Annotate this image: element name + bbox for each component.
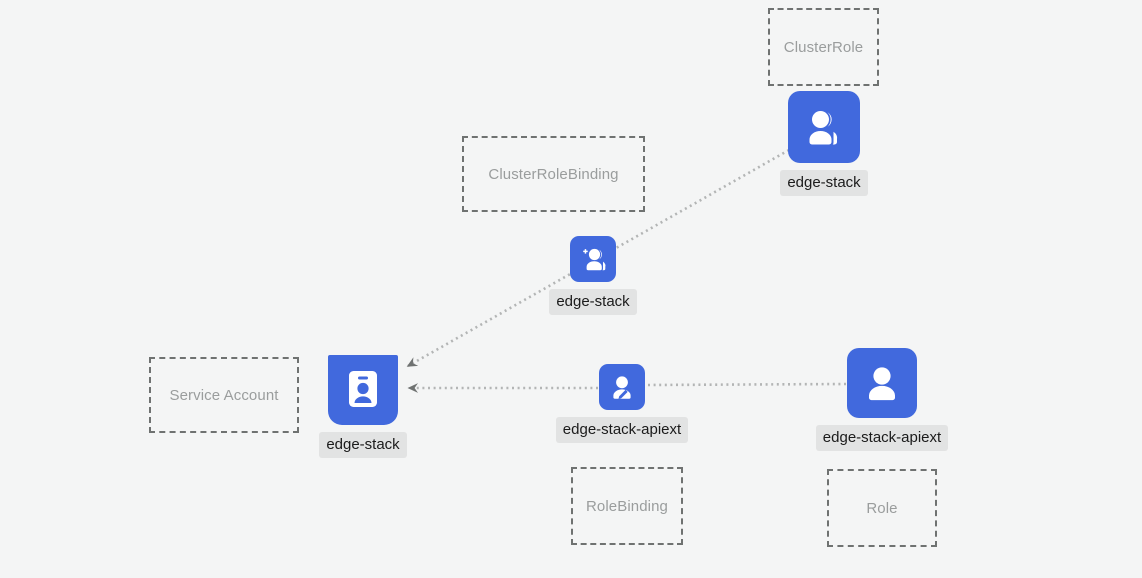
group-box-cluster-role[interactable]: ClusterRole [768,8,879,86]
group-label-cluster-role-binding: ClusterRoleBinding [488,165,619,183]
node-cluster-role-binding[interactable]: edge-stack [549,236,637,315]
group-box-role-binding[interactable]: RoleBinding [571,467,683,545]
group-box-role[interactable]: Role [827,469,937,547]
person-icon[interactable] [847,348,917,418]
group-label-role-binding: RoleBinding [586,497,668,515]
node-service-account[interactable]: edge-stack [319,355,407,458]
person-add-icon[interactable] [570,236,616,282]
node-cluster-role[interactable]: edge-stack [780,91,868,196]
person-add-icon-glyph [583,248,606,271]
people-icon-glyph [809,111,838,145]
group-box-cluster-role-binding[interactable]: ClusterRoleBinding [462,136,645,212]
person-edit-icon-glyph [613,376,631,400]
group-label-role: Role [866,499,898,517]
person-edit-icon[interactable] [599,364,645,410]
group-box-service-account[interactable]: Service Account [149,357,299,433]
edge-role-to-rolebinding [647,382,847,387]
node-label-cluster-role: edge-stack [780,170,868,196]
group-label-cluster-role: ClusterRole [783,38,864,56]
node-label-role-binding: edge-stack-apiext [555,417,689,443]
node-role-binding[interactable]: edge-stack-apiext [555,364,689,443]
node-label-role: edge-stack-apiext [815,425,949,451]
node-role[interactable]: edge-stack-apiext [815,348,949,451]
person-icon-glyph [869,367,895,401]
group-label-service-account: Service Account [169,386,279,404]
id-badge-icon-glyph [349,371,377,407]
people-icon[interactable] [788,91,860,163]
node-label-cluster-role-binding: edge-stack [549,289,637,315]
id-badge-icon[interactable] [328,355,398,425]
node-label-service-account: edge-stack [319,432,407,458]
